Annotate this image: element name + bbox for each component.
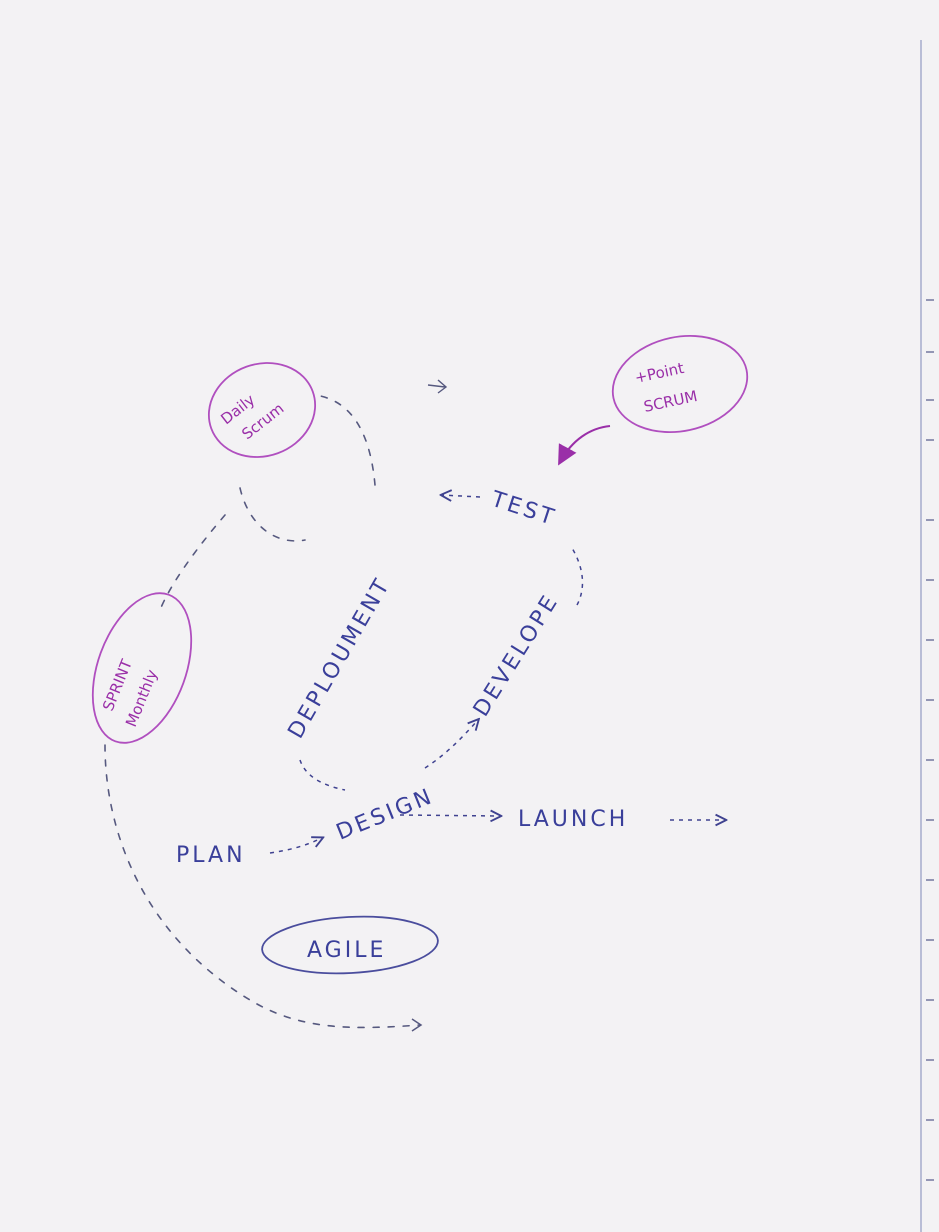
node-deploument: DEPLOUMENT: [284, 573, 397, 743]
plan-to-design-arrow: [269, 838, 322, 854]
sprint-monthly-oval: [91, 592, 193, 744]
notebook-edge-ticks: [926, 299, 934, 1181]
point-scrum-oval: [611, 335, 749, 433]
point-scrum-arrow: [558, 425, 611, 466]
daily-scrum-oval: [207, 362, 317, 458]
node-plan: PLAN: [176, 843, 246, 868]
outer-cycle-path: [104, 394, 421, 1029]
develope-to-test-arrow: [571, 547, 584, 606]
deploument-to-design-arrow: [299, 759, 346, 791]
design-to-develope-arrow: [424, 720, 478, 769]
point-scrum-line2: SCRUM: [642, 387, 699, 416]
point-scrum-line1: +Point: [633, 359, 686, 387]
node-develope: DEVELOPE: [469, 589, 564, 721]
design-to-launch-arrow: [399, 815, 500, 816]
stray-arrow: [427, 379, 448, 394]
node-test: TEST: [487, 487, 559, 532]
node-launch: LAUNCH: [518, 807, 628, 832]
agile-oval: [261, 915, 439, 975]
test-to-deploument-arrow: [442, 495, 481, 497]
outer-cycle-arrowhead: [411, 1018, 423, 1032]
agile-label: AGILE: [307, 938, 386, 963]
